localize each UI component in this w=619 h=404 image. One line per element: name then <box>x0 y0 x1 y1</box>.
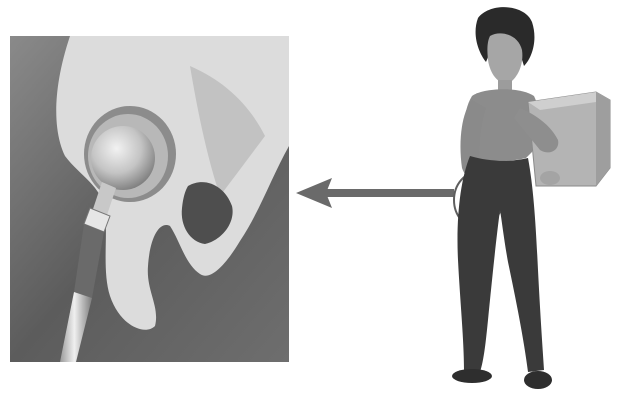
hip-implant-photo <box>10 36 289 362</box>
person-hand <box>540 171 560 185</box>
person-pants <box>458 156 545 372</box>
person-face <box>487 33 522 84</box>
person-lifting-box <box>400 0 619 399</box>
femoral-head <box>91 126 155 190</box>
person-right-shoe <box>524 371 552 389</box>
person-left-shoe <box>452 369 492 383</box>
box-side <box>596 92 610 186</box>
hip-implant-image <box>10 36 289 362</box>
person-figure <box>400 0 619 399</box>
